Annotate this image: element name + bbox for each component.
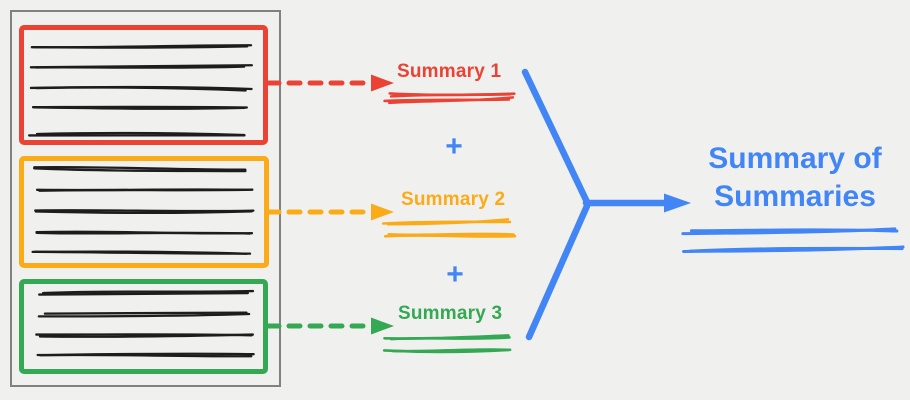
document-section-red [19,25,268,145]
summary-of-summaries-label: Summary of Summaries [682,140,908,216]
plus-sign-1: + [445,130,463,163]
summary-2-label: Summary 2 [401,189,506,210]
document-section-green [19,279,268,374]
summary-1-label: Summary 1 [397,61,502,82]
result-line-2: Summaries [714,180,876,213]
result-line-1: Summary of [708,142,882,175]
plus-sign-2: + [446,258,464,291]
summary-3-label: Summary 3 [398,303,503,324]
